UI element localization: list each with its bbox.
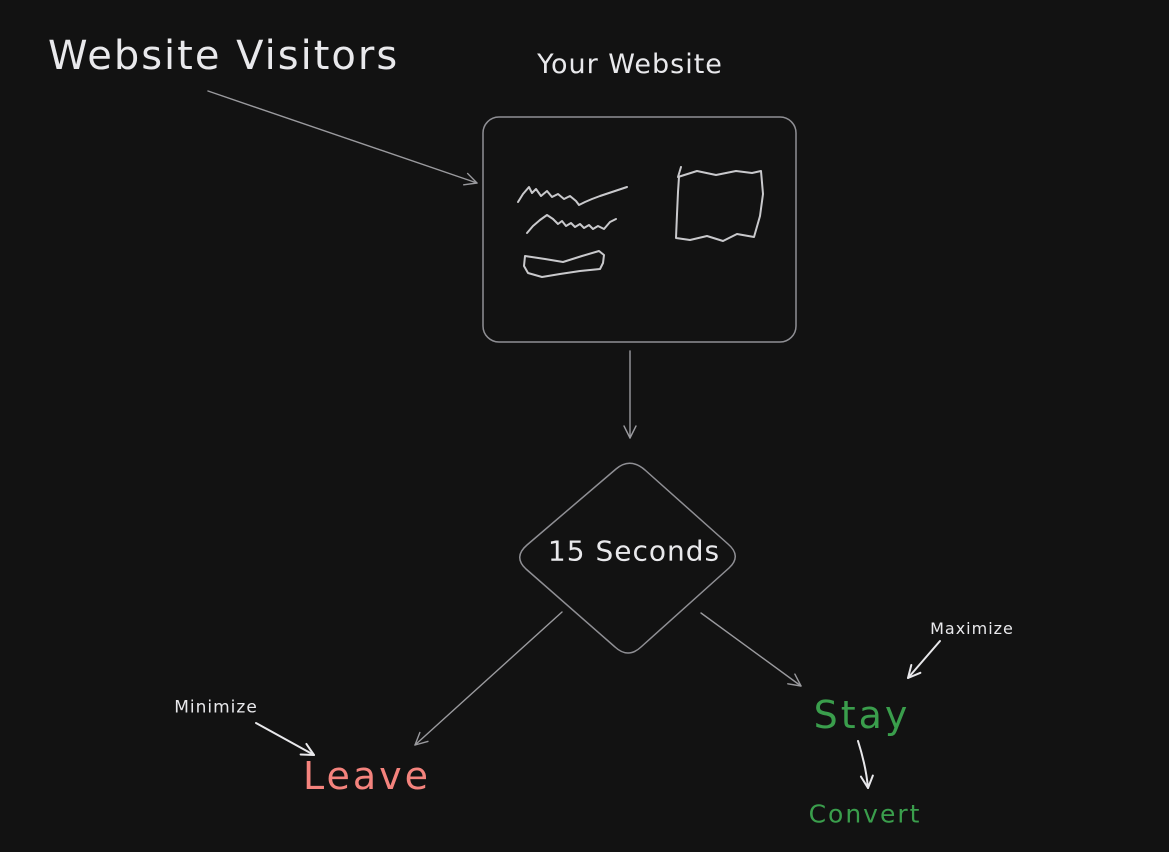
image-doodle — [675, 166, 764, 242]
decision-label: 15 Seconds — [547, 534, 721, 568]
title-label: Website Visitors — [48, 33, 400, 79]
arrow-decision-to-stay — [700, 612, 802, 687]
arrow-stay-to-convert — [857, 740, 874, 789]
leave-label: Leave — [302, 754, 432, 799]
text-squiggle-2 — [526, 214, 617, 234]
arrow-decision-to-leave — [414, 611, 563, 746]
arrow-minimize-to-leave — [255, 722, 315, 756]
maximize-label: Maximize — [930, 619, 1014, 639]
decision-diamond — [519, 462, 736, 654]
website-label: Your Website — [537, 49, 723, 81]
convert-label: Convert — [808, 799, 922, 829]
minimize-label: Minimize — [174, 697, 258, 718]
arrow-visitors-to-website — [207, 90, 478, 186]
text-squiggle-1 — [517, 186, 628, 206]
stay-label: Stay — [813, 693, 911, 738]
button-doodle — [523, 250, 605, 278]
arrow-maximize-to-stay — [907, 640, 941, 679]
website-box — [482, 116, 797, 343]
